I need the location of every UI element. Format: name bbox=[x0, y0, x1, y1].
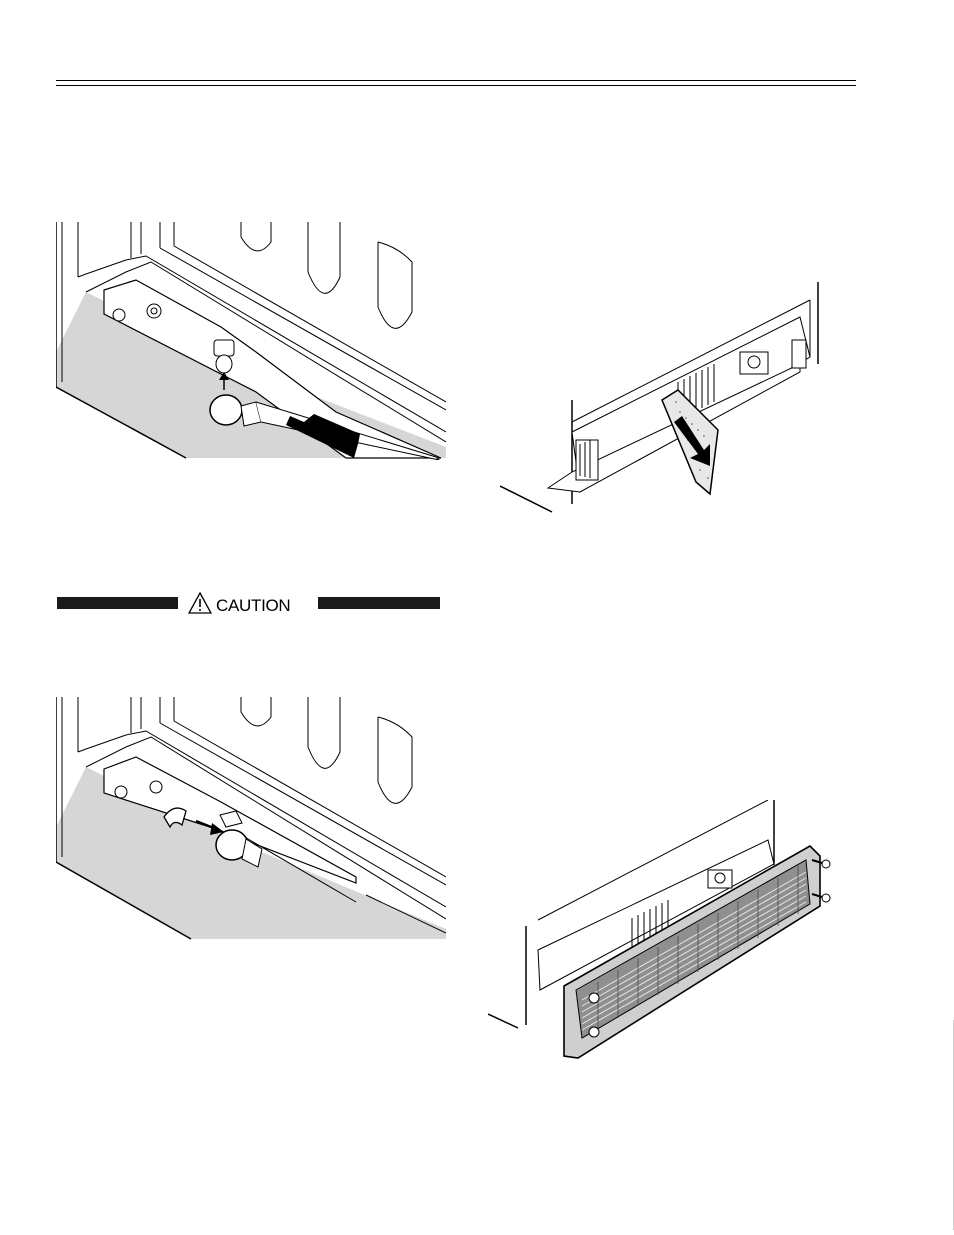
caution-heading: CAUTION bbox=[188, 592, 290, 619]
header-rule-top bbox=[56, 80, 856, 81]
caution-bar-left bbox=[57, 597, 178, 609]
warning-triangle-icon bbox=[188, 592, 212, 619]
caution-label: CAUTION bbox=[216, 596, 290, 616]
figure-drain-plug-removal bbox=[56, 222, 446, 460]
caution-bar-right bbox=[318, 597, 440, 609]
figure-filter-removal bbox=[500, 282, 830, 514]
figure-drain-plug-install bbox=[56, 697, 446, 940]
figure-front-grille-install bbox=[488, 800, 838, 1062]
header-rule-bottom bbox=[56, 85, 856, 86]
